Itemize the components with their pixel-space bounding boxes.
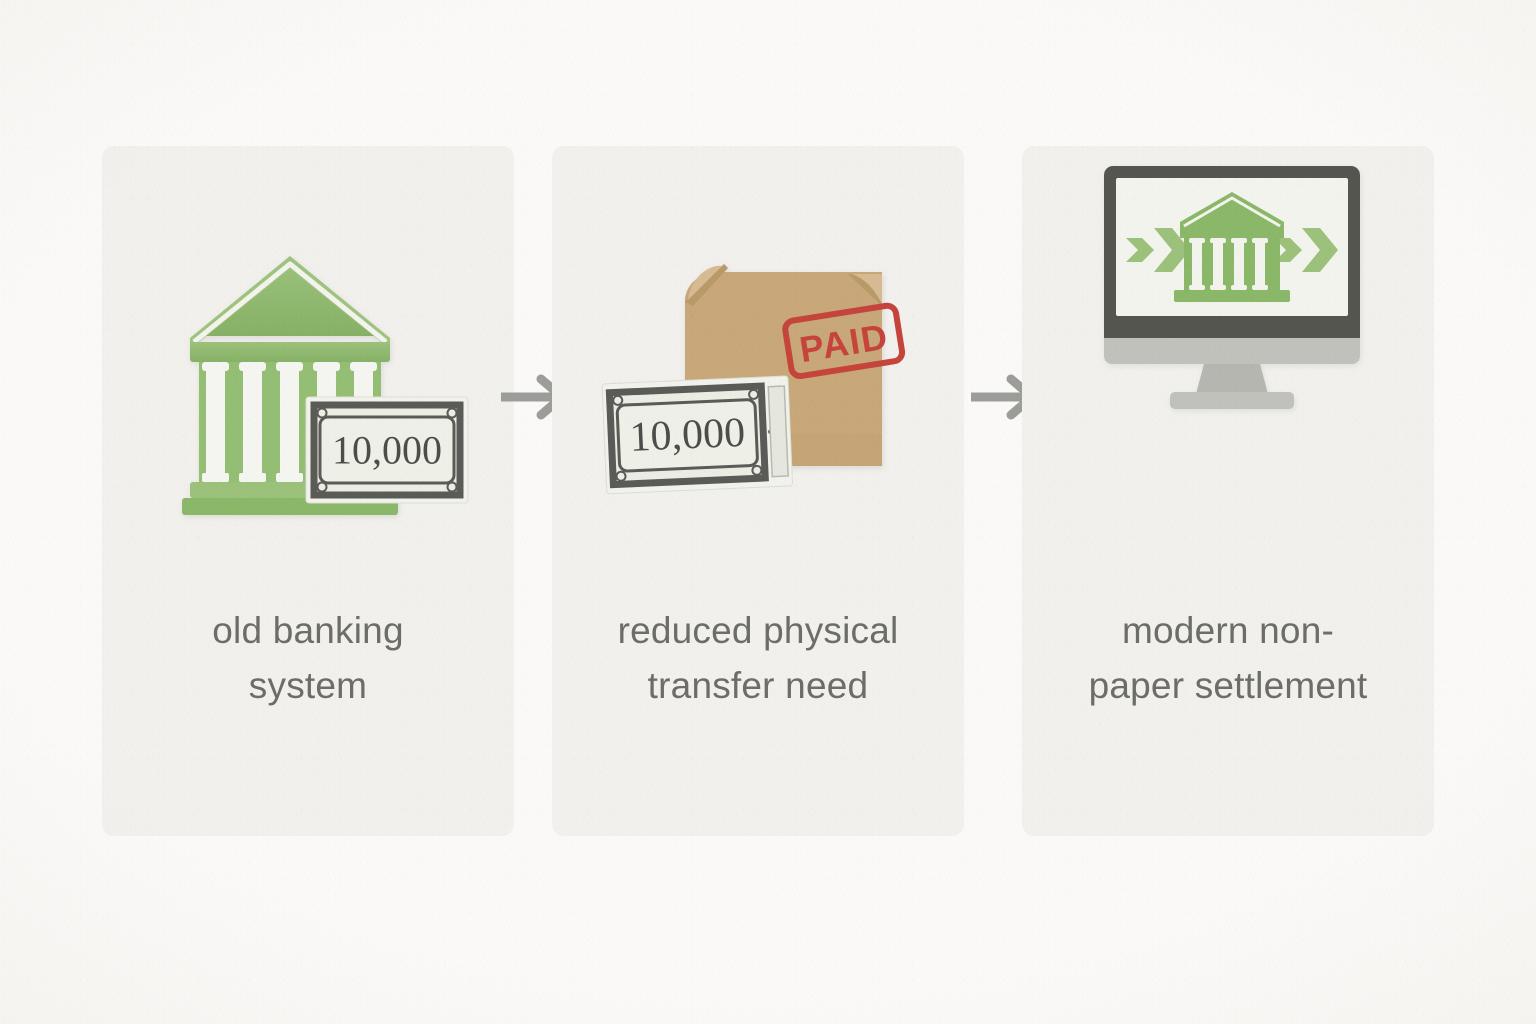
step-caption-modern-settlement: modern non- paper settlement (1040, 604, 1416, 714)
step-card-reduced-transfer[interactable]: PAID 10,000 (552, 146, 964, 836)
illustration-monitor-settlement (1022, 146, 1434, 586)
envelope-icon: PAID 10,000 (601, 264, 906, 495)
bank-glyph-on-screen (1174, 192, 1290, 302)
banknote-value-label: 10,000 (629, 410, 746, 461)
banknote-value-label: 10,000 (332, 428, 442, 473)
caption-line-2: transfer need (647, 664, 869, 706)
banknote-10000: 10,000 (601, 375, 793, 495)
banknote-10000: 10,000 (305, 396, 469, 504)
step-caption-old-banking: old banking system (120, 604, 496, 714)
caption-line-1: modern non- (1122, 610, 1334, 651)
caption-line-1: old banking (212, 610, 404, 651)
caption-line-2: paper settlement (1088, 664, 1368, 706)
step-card-old-banking[interactable]: 10,000 old banking system (102, 146, 514, 836)
monitor-icon (1104, 166, 1360, 409)
step-caption-reduced-transfer: reduced physical transfer need (570, 604, 946, 714)
caption-line-1: reduced physical (617, 610, 899, 651)
transfer-arrow-left-icon (1126, 228, 1190, 272)
step-card-modern-settlement[interactable]: modern non- paper settlement (1022, 146, 1434, 836)
bank-building-icon: 10,000 (182, 256, 469, 515)
caption-line-2: system (248, 664, 368, 706)
transfer-arrow-right-icon (1274, 228, 1338, 272)
illustration-bank-with-banknote: 10,000 (102, 146, 514, 586)
illustration-envelope-paid: PAID 10,000 (552, 146, 964, 586)
